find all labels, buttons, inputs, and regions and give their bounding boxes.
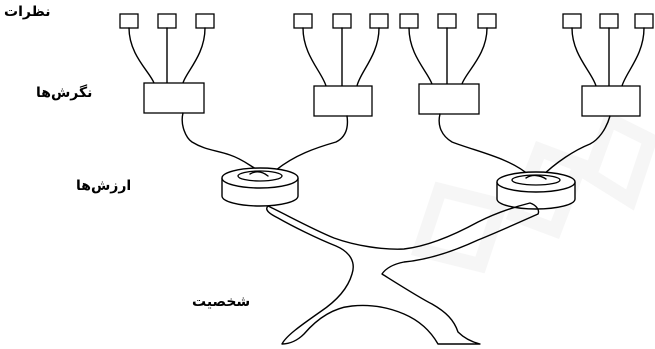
opinion-box: [477, 13, 497, 29]
attitude-box: [581, 85, 641, 117]
personality-trunk: [266, 202, 540, 345]
attitudes-label: نگرش‌ها: [36, 85, 93, 101]
value-disc-left: [221, 167, 299, 207]
opinion-box: [332, 13, 352, 29]
opinion-box: [562, 13, 582, 29]
opinion-box: [369, 13, 389, 29]
opinion-connectors: [128, 27, 645, 87]
attitude-box: [313, 85, 373, 117]
attitude-box: [418, 83, 480, 115]
opinion-box: [157, 13, 177, 29]
opinion-box: [634, 13, 654, 29]
attitude-box: [143, 82, 205, 114]
opinion-box: [437, 13, 457, 29]
value-disc-right: [496, 171, 576, 210]
opinion-boxes: [119, 13, 654, 29]
opinion-box: [399, 13, 419, 29]
opinions-label: نظرات: [4, 4, 51, 20]
personality-label: شخصیت: [192, 294, 251, 310]
values-label: ارزش‌ها: [76, 178, 132, 194]
attitude-boxes: [143, 82, 641, 117]
opinion-box: [293, 13, 313, 29]
opinion-box: [599, 13, 619, 29]
opinion-box: [195, 13, 215, 29]
opinion-box: [119, 13, 139, 29]
attitude-connectors: [181, 112, 611, 179]
